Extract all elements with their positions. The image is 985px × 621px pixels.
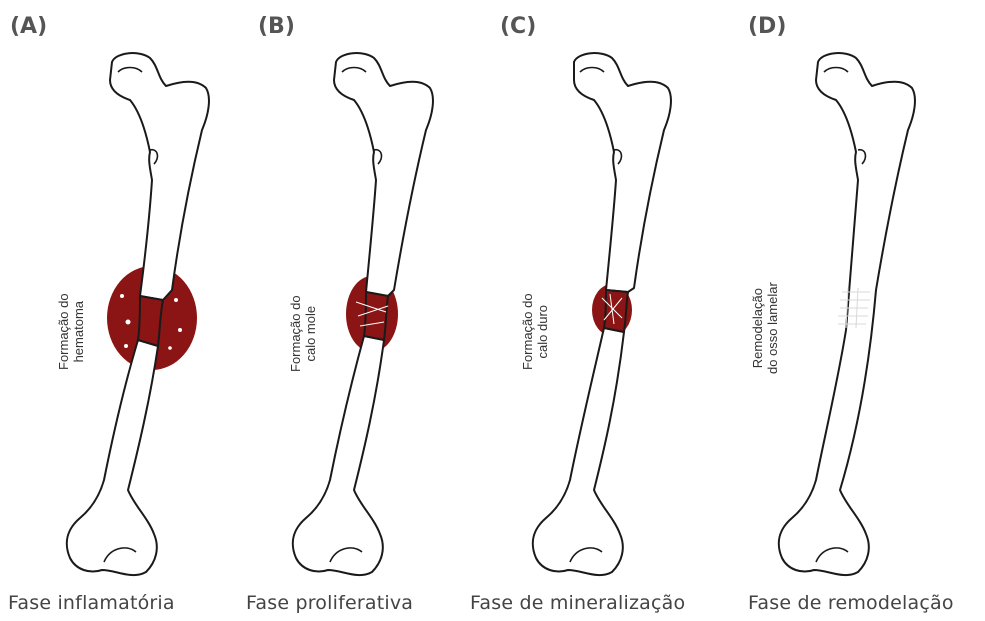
panel-proliferative-phase: (B) Formação do calo mole Fase prolifera… — [238, 0, 484, 621]
stage-label-line-1: Formação do — [56, 293, 71, 370]
callus-bridge — [604, 290, 628, 332]
stage-label: Remodelação do osso lamelar — [750, 282, 780, 374]
femur-upper-fragment — [110, 53, 209, 300]
femur-illustration — [238, 0, 484, 621]
phase-caption: Fase proliferativa — [246, 592, 413, 614]
stage-label-line-1: Formação do — [520, 293, 535, 370]
stage-label-line-2: do osso lamelar — [765, 282, 780, 374]
fracture-neck — [138, 296, 163, 346]
phase-caption: Fase inflamatória — [8, 592, 175, 614]
femur-lower-fragment — [67, 340, 158, 575]
stage-label: Formação do calo duro — [520, 293, 550, 370]
stage-label: Formação do hematoma — [56, 293, 86, 370]
panel-inflammatory-phase: (A) Formação do hematoma Fase inflamatór… — [0, 0, 246, 621]
stage-label-line-2: calo mole — [303, 295, 318, 372]
femur-upper-fragment — [574, 53, 671, 292]
stage-label: Formação do calo mole — [288, 295, 318, 372]
stage-label-line-2: calo duro — [535, 293, 550, 370]
panel-remodeling-phase: (D) Remodelação do osso lamelar Fase de … — [714, 0, 960, 621]
stage-label-line-1: Formação do — [288, 295, 303, 372]
femur-upper-fragment — [334, 53, 433, 296]
callus-bridge — [364, 292, 388, 340]
femur-illustration — [476, 0, 722, 621]
panel-mineralization-phase: (C) Formação do calo duro Fase de minera… — [476, 0, 722, 621]
phase-caption: Fase de mineralização — [470, 592, 685, 614]
phase-caption: Fase de remodelação — [748, 592, 954, 614]
stage-label-line-2: hematoma — [71, 293, 86, 370]
stage-label-line-1: Remodelação — [750, 282, 765, 374]
femur-illustration — [0, 0, 246, 621]
